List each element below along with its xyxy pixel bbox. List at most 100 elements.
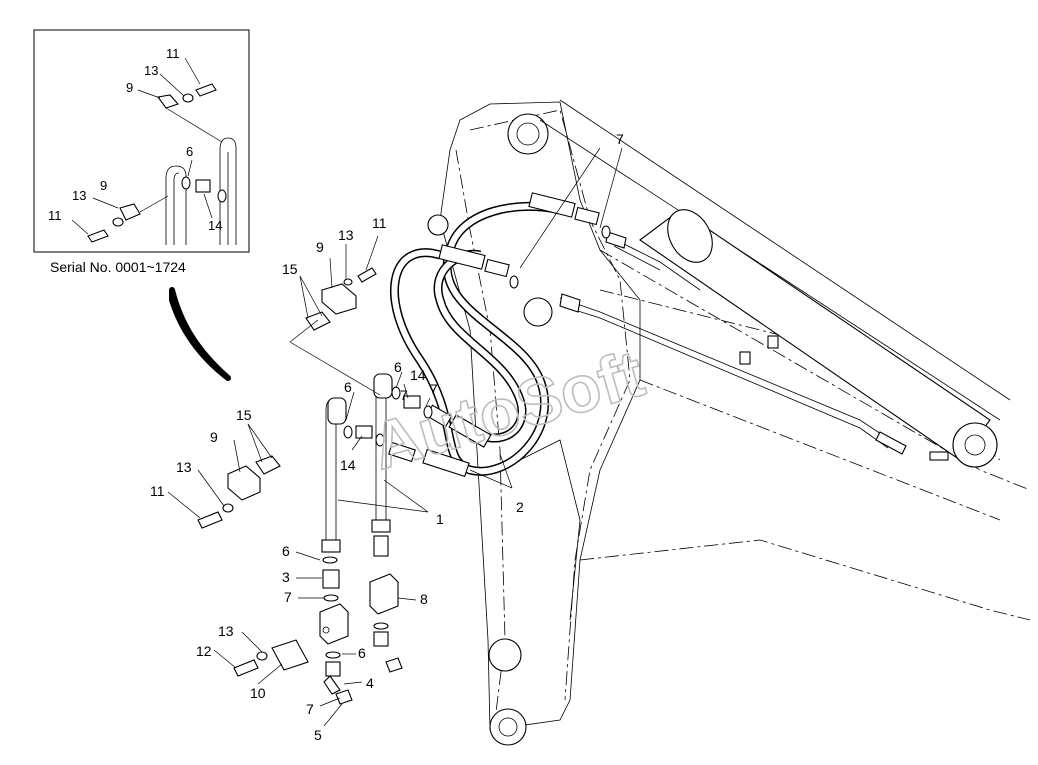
oring-6-lower — [325, 651, 341, 659]
inset-box: 11 13 9 6 13 9 11 14 Serial No. 0001~172… — [33, 29, 250, 275]
oring-7-mid-left — [375, 433, 385, 447]
cap-5 — [335, 689, 353, 705]
boom-assembly — [427, 99, 1031, 746]
label-12: 12 — [196, 643, 212, 659]
arm-tube-fitting — [875, 431, 907, 455]
inset-pipe-right — [219, 137, 237, 245]
adapter-14-right — [403, 395, 421, 409]
hose-fitting-bottom — [422, 448, 470, 478]
oring-7-top — [601, 225, 611, 239]
callout-arrow — [169, 287, 231, 381]
adapter-3 — [322, 569, 340, 589]
label-5: 5 — [314, 727, 322, 743]
label-6-right: 6 — [394, 359, 402, 375]
clamp-15-lower — [255, 455, 281, 475]
label-13-bottom: 13 — [218, 623, 234, 639]
cylinder-bracket-3 — [929, 451, 949, 461]
label-2: 2 — [516, 499, 524, 515]
label-7-right: 7 — [430, 381, 438, 397]
arm-cylinder-head — [667, 209, 713, 263]
label-6-bottom: 6 — [358, 645, 366, 661]
block-left — [319, 603, 349, 645]
hose-fitting-mid — [438, 244, 486, 270]
hose-fitting-top — [528, 192, 576, 218]
boom-pin-top — [507, 113, 549, 155]
inset-washer-top — [182, 93, 194, 103]
inset-adapter-14 — [195, 179, 211, 193]
cylinder-bracket-2 — [767, 335, 779, 349]
boom-pin-lower — [488, 638, 522, 672]
inset-pipe-left — [165, 165, 187, 245]
label-7-mid: 7 — [400, 387, 408, 403]
label-6-left: 6 — [344, 379, 352, 395]
label-7-top: 7 — [616, 131, 624, 147]
label-13-upper: 13 — [338, 227, 354, 243]
oring-7-left — [323, 594, 339, 602]
arm-tube-upper — [559, 297, 891, 441]
inset-caption: Serial No. 0001~1724 — [50, 259, 186, 275]
arm-cylinder-barrel — [639, 209, 991, 461]
inset-label-6: 6 — [186, 144, 193, 159]
pipe-right-fitting — [371, 519, 391, 533]
label-9-lower: 9 — [210, 429, 218, 445]
arm-cylinder-end — [952, 422, 998, 468]
hoses-2 — [388, 192, 611, 478]
elbow-4 — [325, 661, 341, 677]
pipe-left-fitting — [321, 539, 341, 553]
boom-pin-mid — [523, 297, 553, 327]
label-4: 4 — [366, 675, 374, 691]
inset-label-9-bottom: 9 — [100, 178, 107, 193]
label-3: 3 — [282, 569, 290, 585]
label-11-upper: 11 — [372, 215, 387, 231]
label-8: 8 — [420, 591, 428, 607]
block-8 — [369, 573, 399, 615]
washer-13-upper — [343, 278, 353, 286]
label-15-lower: 15 — [236, 407, 252, 423]
bolt-11-upper — [357, 267, 377, 283]
inset-bolt-bottom — [87, 229, 109, 243]
cylinder-bracket-1 — [739, 351, 751, 365]
label-6-lower-left: 6 — [282, 543, 290, 559]
washer-13-lower — [222, 503, 234, 513]
pipes-1 — [197, 267, 433, 705]
pipe-right-adapter — [373, 535, 389, 557]
inset-label-14: 14 — [208, 218, 222, 233]
label-13-lower: 13 — [176, 459, 192, 475]
arm-cylinder-rod — [539, 99, 1011, 421]
bolt-12 — [233, 659, 259, 677]
boom-pin-bottom — [489, 708, 527, 746]
inset-oring-6 — [181, 176, 191, 190]
arm-tube-short — [611, 237, 701, 291]
label-9-upper: 9 — [316, 239, 324, 255]
label-11-lower: 11 — [150, 483, 165, 499]
arm-tube-end — [559, 293, 581, 313]
inset-label-11-bottom: 11 — [48, 208, 62, 223]
elbow-right — [373, 631, 389, 647]
oring-right-lower — [373, 622, 389, 630]
pipe-elbow-left — [327, 397, 347, 425]
clamp-15-upper — [305, 311, 331, 331]
oring-6-mid-left — [343, 425, 353, 439]
cap-right — [385, 657, 403, 673]
label-15-upper: 15 — [282, 261, 298, 277]
bolt-11-lower — [197, 511, 223, 529]
inset-label-9-top: 9 — [126, 80, 133, 95]
washer-13-bottom — [256, 651, 268, 661]
inset-washer-bottom — [112, 217, 124, 227]
clamp-9-upper — [321, 283, 357, 315]
part-labels: 13 11 9 15 6 14 7 6 7 15 9 13 11 14 2 1 … — [150, 131, 624, 743]
inset-frame — [33, 29, 250, 253]
label-1: 1 — [436, 511, 444, 527]
adapter-14-left — [355, 425, 373, 439]
label-7-bottom: 7 — [306, 701, 314, 717]
inset-clamp-top — [157, 94, 179, 109]
inset-clamp-bottom — [119, 203, 141, 221]
oring-7-mid-right — [423, 405, 433, 419]
inset-label-13-bottom: 13 — [72, 188, 86, 203]
clamp-10 — [271, 639, 309, 671]
label-10: 10 — [250, 685, 266, 701]
inset-bolt-top — [195, 83, 217, 97]
label-14-right: 14 — [410, 367, 426, 383]
inset-oring-right — [217, 189, 227, 203]
